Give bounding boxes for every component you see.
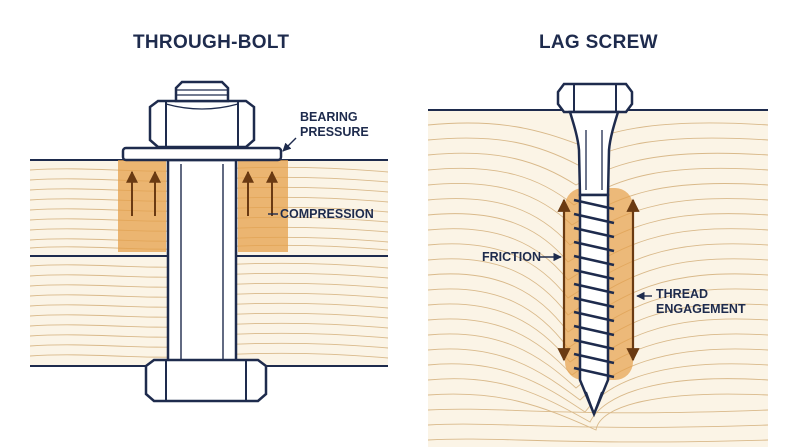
thread-flight: [573, 310, 615, 323]
lag-screw-diagram: [428, 82, 768, 447]
thread-flight: [573, 240, 615, 253]
through-bolt-title: THROUGH-BOLT: [133, 32, 290, 53]
thread-flight: [573, 268, 615, 281]
lag-screw-threads: [573, 198, 615, 379]
thread-flight: [573, 282, 615, 295]
lag-screw-title: LAG SCREW: [539, 32, 658, 53]
thread-flight: [573, 352, 615, 365]
thread-flight: [573, 226, 615, 239]
bearing-pressure-leader: [282, 137, 297, 152]
bearing-pressure-line1: BEARING: [300, 110, 358, 124]
compression-label: COMPRESSION: [280, 207, 374, 221]
thread-engagement-line2: ENGAGEMENT: [656, 302, 746, 316]
top-nut: [148, 99, 256, 149]
thread-flight: [573, 324, 615, 337]
bearing-pressure-label: BEARING PRESSURE: [300, 110, 369, 140]
thread-flight: [573, 338, 615, 351]
bolt-shank: [166, 158, 238, 368]
lag-screw-tip: [585, 391, 603, 417]
bolt-threaded-end: [174, 80, 230, 103]
through-bolt-diagram: [30, 80, 388, 403]
thread-engagement-line1: THREAD: [656, 287, 709, 301]
compression-zone-right: [238, 160, 288, 252]
bearing-arrows: [126, 170, 278, 216]
friction-label: FRICTION: [482, 250, 542, 264]
washer: [121, 146, 283, 162]
lag-screw-head: [556, 82, 634, 114]
thread-engagement-label: THREAD ENGAGEMENT: [656, 287, 746, 317]
thread-flight: [573, 296, 615, 309]
thread-flight: [573, 198, 615, 211]
bearing-pressure-line2: PRESSURE: [300, 125, 369, 139]
bolt-head-bottom: [144, 358, 268, 403]
thread-flight: [573, 254, 615, 267]
thread-flight: [573, 212, 615, 225]
compression-zone-left: [118, 160, 166, 252]
thread-flight: [573, 366, 615, 379]
